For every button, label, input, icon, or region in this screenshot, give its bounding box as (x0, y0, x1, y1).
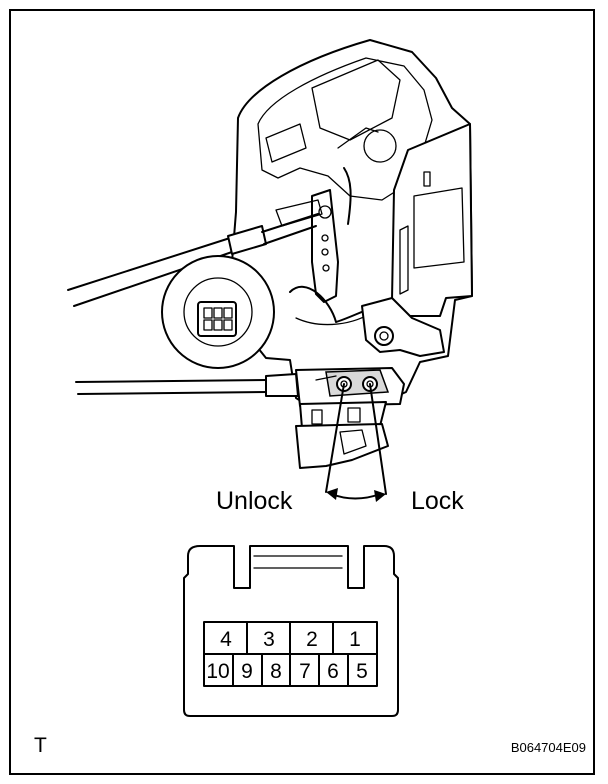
lock-direction-indicator (325, 383, 387, 502)
door-lock-assembly (67, 39, 473, 469)
figure-code: B064704E09 (511, 740, 586, 755)
pin-8: 8 (270, 660, 282, 683)
pin-1: 1 (349, 628, 361, 651)
pin-9: 9 (241, 660, 253, 683)
pin-10: 10 (206, 660, 229, 683)
corner-mark: T (34, 734, 47, 757)
pin-2: 2 (306, 628, 318, 651)
unlock-arrowhead (326, 488, 338, 500)
pin-4: 4 (220, 628, 232, 651)
pin-6: 6 (327, 660, 339, 683)
lock-arrowhead (374, 490, 386, 502)
lock-label: Lock (411, 487, 464, 515)
pin-5: 5 (356, 660, 368, 683)
connector-face: 4 3 2 1 10 9 8 7 6 5 (183, 545, 399, 717)
pin-7: 7 (299, 660, 311, 683)
unlock-label: Unlock (216, 487, 293, 515)
pin-3: 3 (263, 628, 275, 651)
